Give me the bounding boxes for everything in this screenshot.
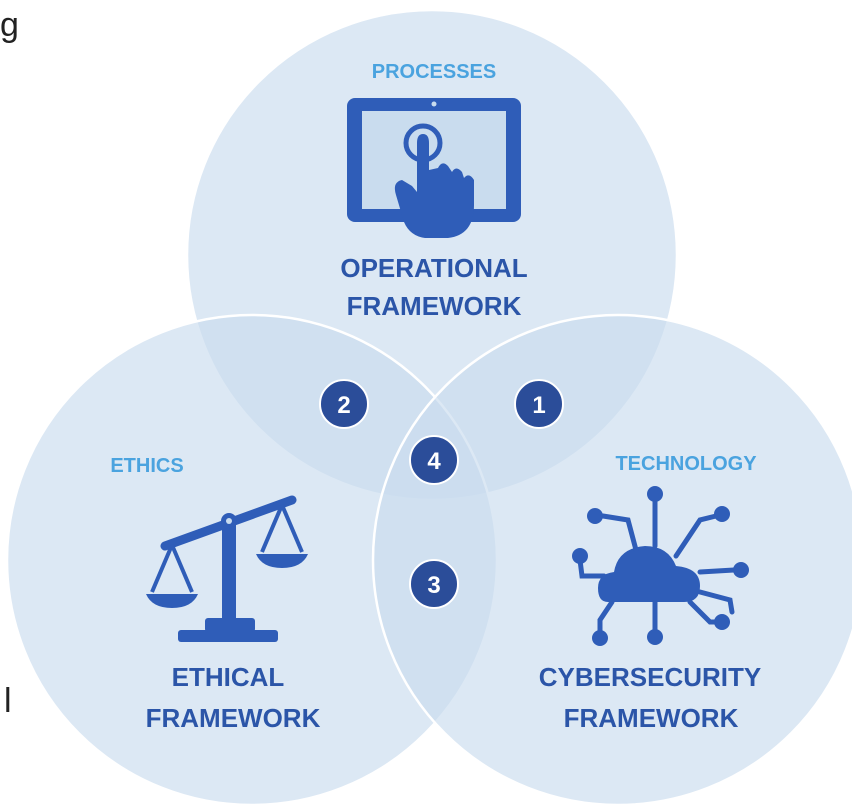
badge-number-3: 3: [427, 572, 440, 599]
edge-text-bottom: l: [4, 682, 12, 720]
operational-title-line2: FRAMEWORK: [347, 291, 522, 321]
badge-number-2: 2: [337, 392, 350, 419]
badge-intersection-3: 3: [409, 559, 459, 609]
edge-text-top: g: [0, 6, 19, 44]
category-label-technology: TECHNOLOGY: [615, 453, 757, 475]
badge-intersection-1: 1: [514, 379, 564, 429]
ethical-title-line1: ETHICAL: [172, 662, 285, 692]
balance-scale-icon: [146, 495, 308, 642]
badge-number-1: 1: [532, 392, 545, 419]
ethical-title-line2: FRAMEWORK: [146, 703, 321, 733]
cybersecurity-title-line1: CYBERSECURITY: [539, 662, 761, 692]
category-label-processes: PROCESSES: [372, 61, 496, 83]
tablet-touch-icon: [347, 98, 521, 238]
cybersecurity-title-line2: FRAMEWORK: [564, 703, 739, 733]
circle-cybersecurity: [371, 313, 852, 806]
badge-intersection-2: 2: [319, 379, 369, 429]
operational-title-line1: OPERATIONAL: [340, 253, 527, 283]
badge-intersection-4: 4: [409, 435, 459, 485]
category-label-ethics: ETHICS: [110, 455, 183, 477]
badge-number-4: 4: [427, 448, 441, 475]
cloud-circuit-icon: [572, 486, 749, 646]
